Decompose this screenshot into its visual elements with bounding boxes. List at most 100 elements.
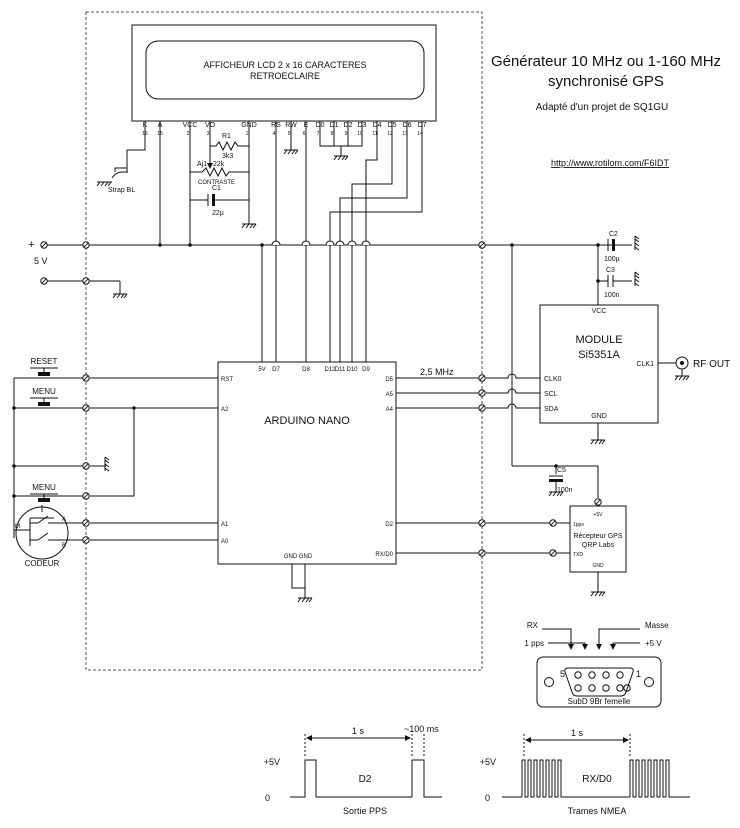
module-clk0: CLK0 [544, 376, 562, 383]
subd-pin5: 5 [560, 669, 565, 679]
subd-label: SubD 9Br femelle [568, 697, 631, 706]
rotary-encoder[interactable] [15, 505, 69, 560]
subd-masse: Masse [645, 621, 669, 630]
r1-name: R1 [222, 133, 231, 140]
nmea-timing-diagram: +5V 0 1 s RX/D0 Trames NMEA [480, 728, 690, 816]
lcd-pin-name: GND [241, 122, 257, 129]
lcd-pin-name: RW [285, 122, 297, 129]
c3-value: 100n [604, 292, 620, 299]
c2-value: 100µ [604, 256, 620, 263]
title-line2: synchronisé GPS [548, 73, 664, 90]
pps-signal: D2 [359, 774, 372, 785]
subd-pin1: 1 [636, 669, 641, 679]
menu-label: MENU [32, 387, 56, 396]
subd-pin [602, 671, 610, 679]
nmea-caption: Trames NMEA [568, 806, 627, 816]
nmea-period: 1 s [571, 728, 584, 738]
nmea-pulse [521, 759, 528, 798]
lcd-pin-number: 3 [207, 131, 210, 137]
arduino-top-pin: D10 [346, 367, 358, 373]
lcd-pin-number: 10 [357, 131, 363, 137]
arduino-left-pin: A0 [221, 539, 229, 545]
lcd-pin-name: D2 [344, 122, 353, 129]
url-link[interactable]: http://www.rotilom.com/F6IDT [551, 158, 670, 168]
lcd-pin-name: A [158, 122, 163, 129]
lcd-pin-number: 9 [345, 131, 348, 137]
lcd-pin-number: 8 [331, 131, 334, 137]
arduino-left-pin: A1 [221, 522, 229, 528]
subd-pin [588, 671, 596, 679]
gps-5v: +5V [593, 512, 603, 518]
arduino-right-pin: RX/D0 [375, 552, 393, 558]
freq-label: 2,5 MHz [420, 367, 454, 377]
aj1-label: CONTRASTE [198, 180, 235, 186]
arduino-title: ARDUINO NANO [264, 415, 350, 427]
nmea-pulse [557, 759, 564, 798]
pps-5v: +5V [264, 757, 280, 767]
encoder-b: B [62, 543, 66, 549]
lcd-pin-name: VO [205, 122, 216, 129]
lcd-pin-name: E [304, 122, 309, 129]
module-si5351a: MODULE Si5351A VCC GND CLK0 SCL SDA CLK1 [539, 304, 659, 424]
subtitle: Adapté d'un projet de SQ1GU [536, 102, 669, 113]
pps-zero: 0 [265, 793, 270, 803]
lcd-subtitle: RETROECLAIRE [250, 71, 320, 81]
subd-5v: +5 V [645, 639, 662, 648]
subd-pin [616, 671, 624, 679]
arduino-right-pin: A5 [386, 392, 394, 398]
module-scl: SCL [544, 391, 558, 398]
lcd-pin-name: RS [271, 122, 281, 129]
pps-timing-diagram: +5V 0 1 s ~100 ms D2 Sortie PPS [264, 724, 442, 816]
module-sda: SDA [544, 406, 559, 413]
nmea-pulse [653, 759, 660, 798]
c5-value: 100n [557, 487, 573, 494]
lcd-pin-number: 5 [288, 131, 291, 137]
arduino-top-pin: D12 [324, 367, 336, 373]
nmea-pulse [551, 759, 558, 798]
reset-switch[interactable] [30, 367, 58, 376]
encoder-m: M [15, 524, 20, 530]
arduino-right-pin: A4 [386, 407, 394, 413]
terminal-gnd[interactable] [40, 277, 48, 285]
pps-period: 1 s [352, 726, 365, 736]
pps-pulse: ~100 ms [404, 724, 439, 734]
nmea-pulse [641, 759, 648, 798]
lcd-pin-number: 11 [372, 131, 377, 137]
lcd-pin-number: 4 [273, 131, 276, 137]
lcd-pin-name: D7 [418, 122, 427, 129]
gps-receiver: +5V 1pps Récepteur GPS QRP Labs TXD GND [569, 505, 627, 573]
arduino-left-pin: RST [221, 377, 233, 383]
power-plus: + [28, 239, 34, 251]
arduino-top-pin: D11 [335, 367, 346, 373]
pps-caption: Sortie PPS [343, 806, 387, 816]
nmea-pulse [629, 759, 636, 798]
nmea-5v: +5V [480, 757, 496, 767]
lcd-pin-name: D4 [373, 122, 382, 129]
subd-pin [588, 684, 596, 692]
terminal-plus[interactable] [40, 241, 48, 249]
c5-name: C5 [557, 467, 566, 474]
arduino-right-pin: D5 [385, 377, 393, 383]
gps-gnd: GND [592, 563, 604, 569]
lcd-pin-number: 14 [417, 131, 423, 137]
lcd-title: AFFICHEUR LCD 2 x 16 CARACTERES [203, 60, 366, 70]
encoder-a: A [62, 517, 66, 523]
menu2-switch[interactable] [30, 493, 58, 502]
arduino-right-pin: D2 [385, 522, 393, 528]
r1-value: 3k3 [222, 153, 233, 160]
menu-switch[interactable] [30, 397, 58, 406]
c3-name: C3 [606, 267, 615, 274]
module-title: MODULE [575, 334, 622, 346]
nmea-pulse [647, 759, 654, 798]
nmea-pulse [659, 759, 666, 798]
arduino-top-pin: 5V [258, 367, 265, 373]
gps-brand: QRP Labs [582, 542, 615, 549]
subd-pin [574, 684, 582, 692]
lcd-pin-name: D0 [316, 122, 325, 129]
lcd-pin-number: 13 [402, 131, 408, 137]
arduino-gnd: GND GND [284, 554, 313, 560]
module-clk1: CLK1 [636, 361, 654, 368]
nmea-signal: RX/D0 [582, 774, 612, 785]
aj1-value: 22k [213, 161, 225, 168]
